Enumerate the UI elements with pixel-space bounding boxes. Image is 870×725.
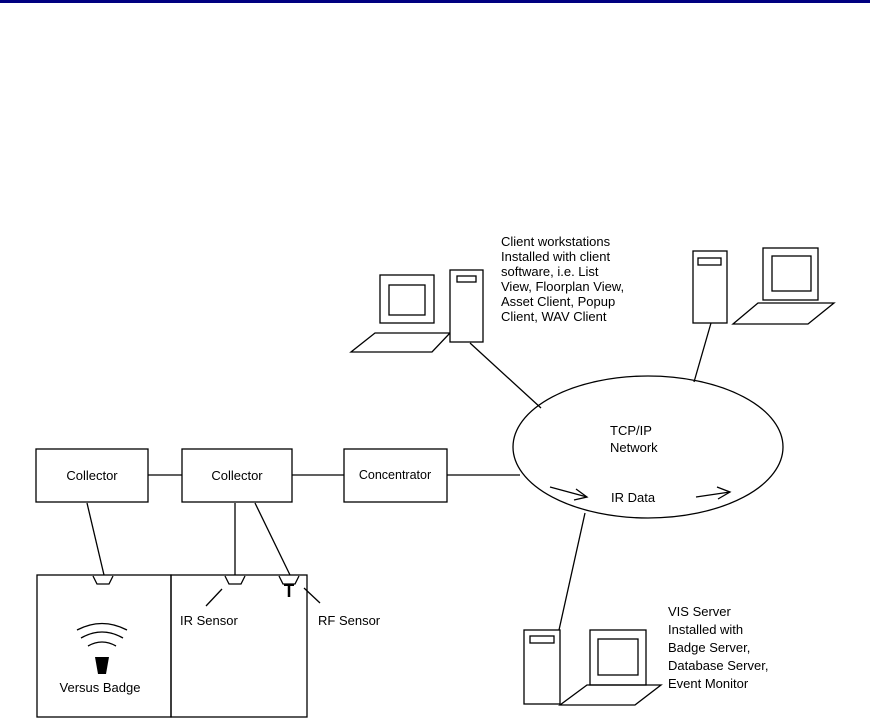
server-note-line: VIS Server xyxy=(668,604,732,619)
room-right xyxy=(171,575,307,717)
link-client2-network xyxy=(694,323,711,382)
ir-sensor-icon xyxy=(225,576,245,584)
server-workstation-icon xyxy=(524,630,661,705)
client-note-line: software, i.e. List xyxy=(501,264,599,279)
client-note-line: Asset Client, Popup xyxy=(501,294,615,309)
signal-waves-icon xyxy=(77,624,127,647)
link-collector2-rf-sensor xyxy=(255,503,290,575)
link-network-server xyxy=(559,513,585,630)
tcpip-network: TCP/IP Network IR Data xyxy=(513,376,783,518)
client-note-line: Client workstations xyxy=(501,234,611,249)
client-note-line: Client, WAV Client xyxy=(501,309,607,324)
concentrator: Concentrator xyxy=(344,449,447,502)
tower-pc-icon xyxy=(450,270,483,342)
network-label-1: TCP/IP xyxy=(610,423,652,438)
ir-sensor-label: IR Sensor xyxy=(180,613,238,628)
link-client1-network xyxy=(470,343,541,408)
monitor-icon xyxy=(380,275,434,323)
client-note: Client workstations Installed with clien… xyxy=(501,234,624,324)
collector-2: Collector xyxy=(182,449,292,502)
workstation-icon xyxy=(351,270,483,352)
rf-sensor-label: RF Sensor xyxy=(318,613,381,628)
server-note-line: Installed with xyxy=(668,622,743,637)
room-left xyxy=(37,575,171,717)
network-label-2: Network xyxy=(610,440,658,455)
rooms xyxy=(37,575,307,717)
server-note-line: Database Server, xyxy=(668,658,768,673)
link-collector1-sensor xyxy=(87,503,104,575)
collector-1-label: Collector xyxy=(66,468,118,483)
ir-sensor-callout xyxy=(206,589,222,606)
server-note-line: Event Monitor xyxy=(668,676,749,691)
collector-2-label: Collector xyxy=(211,468,263,483)
versus-badge-label: Versus Badge xyxy=(60,680,141,695)
server-note-line: Badge Server, xyxy=(668,640,750,655)
arrow-icon xyxy=(696,487,730,499)
server-note: VIS Server Installed with Badge Server, … xyxy=(668,604,768,691)
ir-sensor-icon xyxy=(93,576,113,584)
badge-icon xyxy=(95,657,109,674)
workstation-icon xyxy=(693,248,834,324)
collector-1: Collector xyxy=(36,449,148,502)
rf-sensor-icon xyxy=(279,576,299,597)
concentrator-label: Concentrator xyxy=(359,468,431,482)
client-note-line: Installed with client xyxy=(501,249,610,264)
ir-data-label: IR Data xyxy=(611,490,656,505)
client-note-line: View, Floorplan View, xyxy=(501,279,624,294)
